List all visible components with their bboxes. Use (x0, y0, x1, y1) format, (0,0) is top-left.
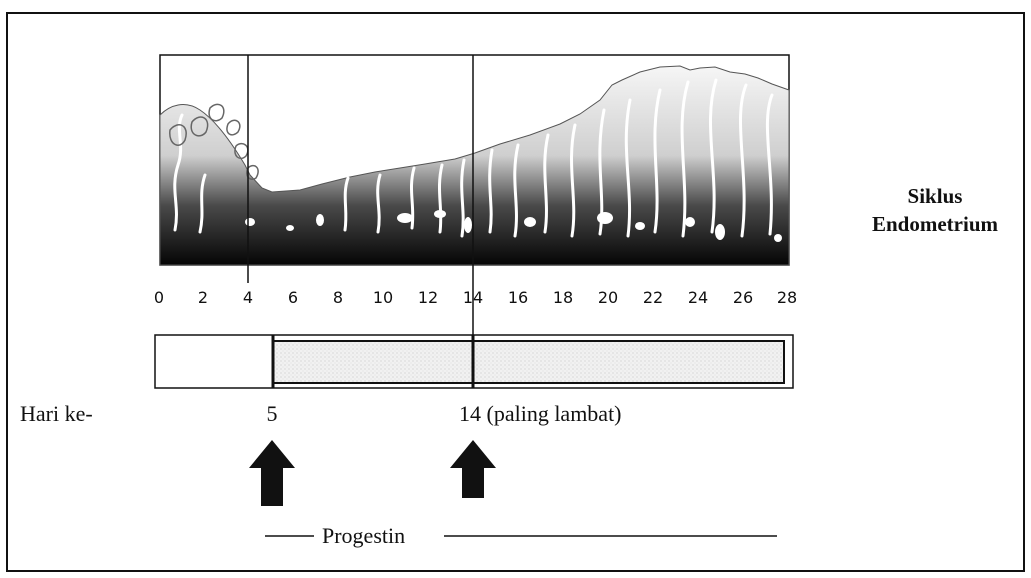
timeline-bar (154, 334, 794, 389)
day-label: Hari ke- (20, 401, 93, 426)
tick-label: 28 (777, 288, 797, 307)
tick-label: 12 (418, 288, 438, 307)
endometrium-cycle-label: Siklus Endometrium (845, 182, 1025, 238)
marker-day-5-label: 5 (267, 401, 278, 426)
tick-label: 0 (154, 288, 164, 307)
tick-label: 18 (553, 288, 573, 307)
tick-label: 16 (508, 288, 528, 307)
side-label-line2: Endometrium (872, 212, 998, 236)
tick-label: 20 (598, 288, 618, 307)
tick-label: 6 (288, 288, 298, 307)
progestin-label: Progestin (322, 523, 405, 548)
diagram-frame (6, 12, 1025, 572)
side-label-line1: Siklus (907, 184, 963, 208)
marker-day-14-label: 14 (paling lambat) (459, 401, 622, 426)
arrow-up-icon (450, 440, 496, 498)
arrow-up-icon (249, 440, 295, 506)
tick-label: 10 (373, 288, 393, 307)
tick-label: 2 (198, 288, 208, 307)
progestin-duration: Progestin (265, 523, 777, 548)
endometrium-illustration (159, 54, 790, 388)
tick-label: 4 (243, 288, 253, 307)
tick-label: 24 (688, 288, 708, 307)
tick-label: 26 (733, 288, 753, 307)
tick-label: 22 (643, 288, 663, 307)
tick-label: 14 (463, 288, 483, 307)
tick-label: 8 (333, 288, 343, 307)
day-axis: 0 2 4 6 8 10 12 14 16 18 20 22 24 26 28 (154, 288, 797, 307)
